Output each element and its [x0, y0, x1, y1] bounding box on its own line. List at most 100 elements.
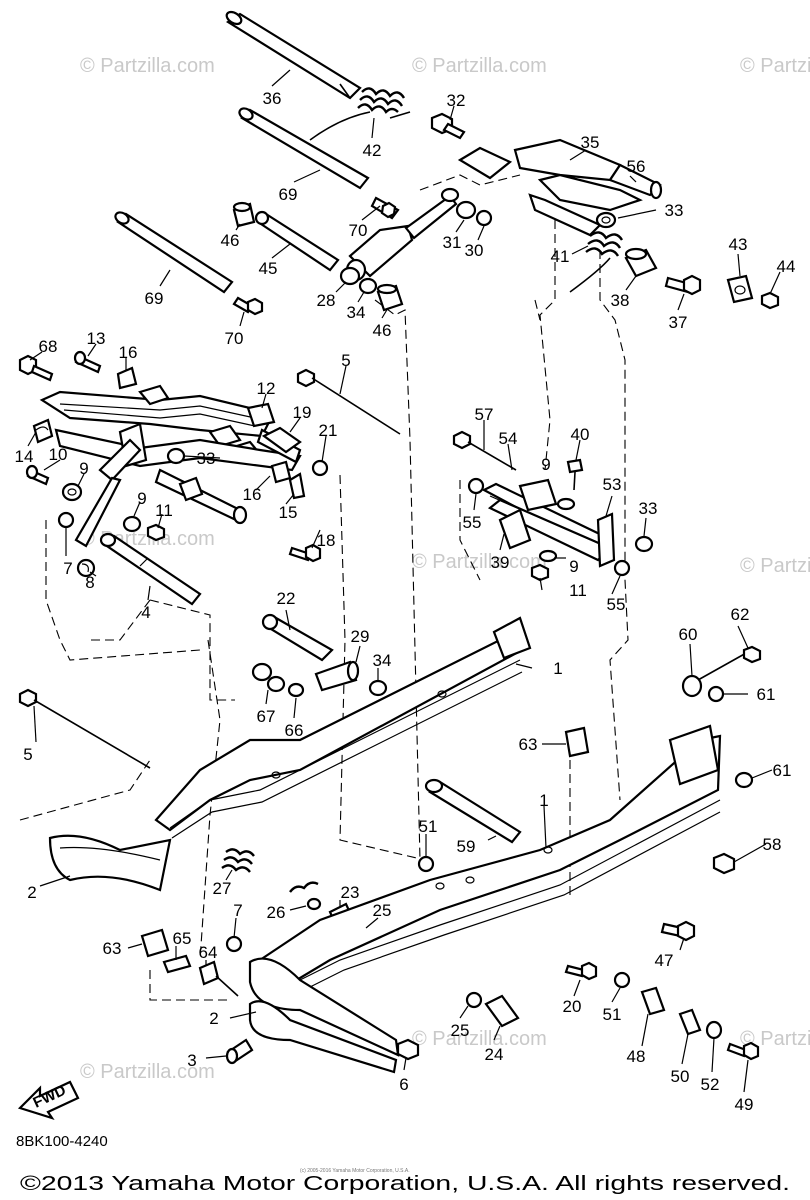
part-11-nut-a	[146, 523, 166, 542]
part-44-nut	[760, 291, 780, 310]
callout-64: 64	[199, 943, 218, 962]
leader-lines	[27, 69, 781, 1093]
part-61-washer-a	[707, 685, 725, 703]
watermark-2: © Partzilla.com	[412, 55, 547, 77]
callout-3: 3	[187, 1051, 196, 1070]
watermark-6: © Partzilla.com	[740, 555, 810, 577]
callout-33-mid: 33	[197, 449, 216, 468]
part-61-washer-b	[734, 771, 754, 789]
callout-46-a: 46	[221, 231, 240, 250]
part-13-bolt	[73, 350, 102, 374]
callout-42: 42	[363, 141, 382, 160]
callout-53: 53	[603, 475, 622, 494]
callout-48: 48	[627, 1047, 646, 1066]
part-29-collar	[314, 660, 360, 692]
part-55-washer-a	[467, 477, 485, 495]
part-57-bolt	[452, 430, 517, 471]
callout-18: 18	[317, 531, 336, 550]
part-19-shaft	[261, 426, 302, 454]
callout-43: 43	[729, 235, 748, 254]
callout-26: 26	[267, 903, 286, 922]
callout-59: 59	[457, 837, 476, 856]
callout-32: 32	[447, 91, 466, 110]
callout-25-a: 25	[373, 901, 392, 920]
callout-9-b: 9	[137, 489, 146, 508]
callout-25-b: 25	[451, 1021, 470, 1040]
part-9-washer-d	[538, 549, 558, 563]
callout-47: 47	[655, 951, 674, 970]
callout-36: 36	[263, 89, 282, 108]
callout-58: 58	[763, 835, 782, 854]
callout-65: 65	[173, 929, 192, 948]
part-shock-absorber	[345, 187, 460, 282]
part-3-screw	[225, 1038, 254, 1065]
callout-45: 45	[259, 259, 278, 278]
callout-15: 15	[279, 503, 298, 522]
watermark-7: © Partzilla.com	[80, 1061, 215, 1083]
callout-34-lower: 34	[373, 651, 392, 670]
part-34-bushing-upper	[358, 277, 378, 295]
callout-63-right: 63	[519, 735, 538, 754]
callout-9-a: 9	[79, 459, 88, 478]
part-53-bracket	[596, 512, 616, 568]
part-21-washer	[311, 459, 329, 477]
callout-41: 41	[551, 247, 570, 266]
part-7-washer-a	[57, 511, 75, 529]
part-2-runner-upper	[48, 834, 172, 892]
part-36-shaft	[225, 10, 362, 100]
part-18-bolt	[288, 543, 322, 563]
callout-60: 60	[679, 625, 698, 644]
part-10-bolt	[25, 464, 50, 486]
callout-67: 67	[257, 707, 276, 726]
callout-34-upper: 34	[347, 303, 366, 322]
part-26-spring	[289, 881, 322, 911]
callout-6: 6	[399, 1075, 408, 1094]
small-copyright: (c) 2005-2016 Yamaha Motor Corporation, …	[300, 1168, 410, 1174]
part-9-washer-a	[61, 482, 83, 502]
part-51-washer-b	[613, 971, 631, 989]
callout-33-right: 33	[639, 499, 658, 518]
part-33-nut-mid	[166, 447, 186, 465]
callout-54: 54	[499, 429, 518, 448]
callout-61-a: 61	[757, 685, 776, 704]
part-69-shaft-upper	[238, 107, 370, 190]
part-7-washer-b	[225, 935, 243, 953]
part-1-slide-rail-upper	[154, 616, 532, 839]
part-9-washer-b	[122, 515, 142, 533]
callout-68: 68	[39, 337, 58, 356]
callout-61-b: 61	[773, 761, 792, 780]
callout-51-b: 51	[603, 1005, 622, 1024]
callout-62: 62	[731, 605, 750, 624]
part-45-tube	[254, 210, 340, 272]
part-47-bolt	[660, 920, 696, 942]
callout-30: 30	[465, 241, 484, 260]
part-62-nut	[742, 645, 762, 664]
part-33-nut-upper	[595, 211, 617, 229]
part-70-bolt-lower	[232, 296, 264, 316]
part-25-washer-b	[465, 991, 483, 1009]
callout-19: 19	[293, 403, 312, 422]
copyright-notice: ©2013 Yamaha Motor Corporation, U.S.A. A…	[20, 1173, 790, 1195]
callout-5-upper: 5	[341, 351, 350, 370]
part-40-bolt	[566, 458, 584, 491]
callout-1-lower: 1	[539, 791, 548, 810]
part-63-stopper-right	[564, 726, 590, 758]
callout-14: 14	[15, 447, 34, 466]
part-50-collar	[678, 1008, 702, 1036]
callout-11-b: 11	[569, 581, 587, 600]
part-9-washer-c	[556, 497, 576, 511]
part-38-collar	[624, 247, 658, 278]
callout-55-b: 55	[607, 595, 626, 614]
part-31-bushing	[455, 200, 477, 220]
callout-8: 8	[85, 573, 94, 592]
part-37-bolt	[664, 274, 702, 296]
part-30-bushing	[475, 209, 493, 227]
part-65-plate	[162, 954, 192, 974]
callout-16-a: 16	[119, 343, 138, 362]
part-4-shaft	[99, 532, 202, 606]
part-5-rod-upper	[296, 368, 401, 435]
callout-57: 57	[475, 405, 494, 424]
callout-39: 39	[491, 553, 510, 572]
part-52-clip	[705, 1020, 723, 1040]
part-34-bushing-lower	[368, 679, 388, 697]
